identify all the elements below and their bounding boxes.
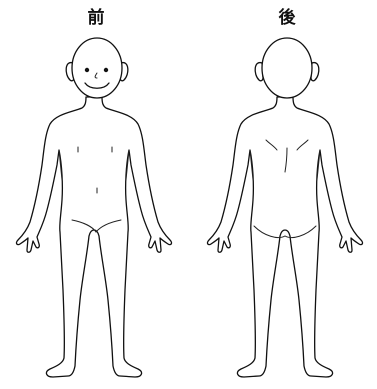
front-body-outline [17, 97, 172, 377]
front-left-eye [85, 68, 89, 72]
back-view-label: 後 [279, 7, 297, 28]
front-figure [17, 38, 172, 377]
front-right-eye [104, 68, 108, 72]
back-figure [208, 38, 363, 377]
back-head [262, 38, 312, 98]
back-body-outline [208, 97, 363, 377]
front-view-label: 前 [88, 7, 105, 28]
front-head [72, 38, 122, 98]
